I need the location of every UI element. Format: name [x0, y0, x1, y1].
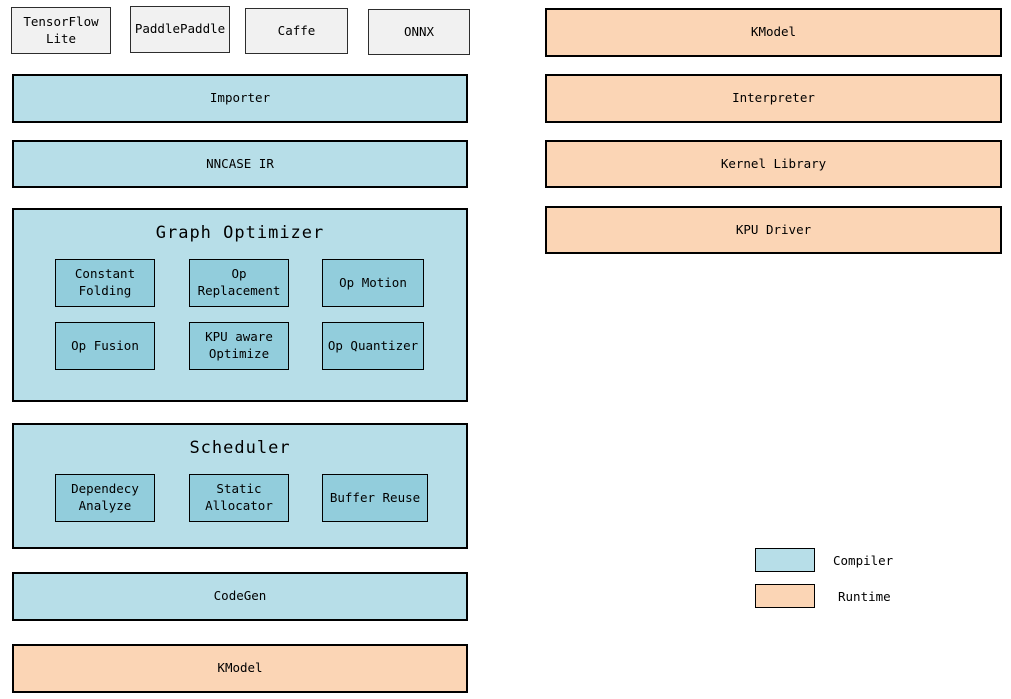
graph-optimizer-title: Graph Optimizer	[155, 223, 325, 243]
runtime-box-kpu-driver: KPU Driver	[545, 206, 1002, 254]
compiler-output-box-kmodel: KModel	[12, 644, 468, 693]
legend-label-compiler: Compiler	[833, 552, 894, 568]
scheduler-container: Scheduler Dependecy Analyze Static Alloc…	[12, 423, 468, 549]
pass-box-op-quantizer: Op Quantizer	[322, 322, 424, 370]
pass-box-static-allocator: Static Allocator	[189, 474, 289, 522]
scheduler-title: Scheduler	[189, 438, 291, 458]
pass-box-constant-folding: Constant Folding	[55, 259, 155, 307]
frontend-box-onnx: ONNX	[368, 9, 470, 55]
compiler-box-importer: Importer	[12, 74, 468, 123]
frontend-box-tensorflow-lite: TensorFlow Lite	[11, 7, 111, 54]
legend-swatch-compiler	[755, 548, 815, 572]
pass-box-op-replacement: Op Replacement	[189, 259, 289, 307]
compiler-box-codegen: CodeGen	[12, 572, 468, 621]
runtime-box-kmodel: KModel	[545, 8, 1002, 57]
legend-label-runtime: Runtime	[838, 588, 891, 604]
pass-box-dependecy-analyze: Dependecy Analyze	[55, 474, 155, 522]
frontend-box-paddlepaddle: PaddlePaddle	[130, 6, 230, 53]
pass-box-buffer-reuse: Buffer Reuse	[322, 474, 428, 522]
pass-box-kpu-aware-optimize: KPU aware Optimize	[189, 322, 289, 370]
legend-swatch-runtime	[755, 584, 815, 608]
runtime-box-interpreter: Interpreter	[545, 74, 1002, 123]
pass-box-op-fusion: Op Fusion	[55, 322, 155, 370]
graph-optimizer-container: Graph Optimizer Constant Folding Op Repl…	[12, 208, 468, 402]
pass-box-op-motion: Op Motion	[322, 259, 424, 307]
frontend-box-caffe: Caffe	[245, 8, 348, 54]
runtime-box-kernel-library: Kernel Library	[545, 140, 1002, 188]
compiler-box-nncase-ir: NNCASE IR	[12, 140, 468, 188]
